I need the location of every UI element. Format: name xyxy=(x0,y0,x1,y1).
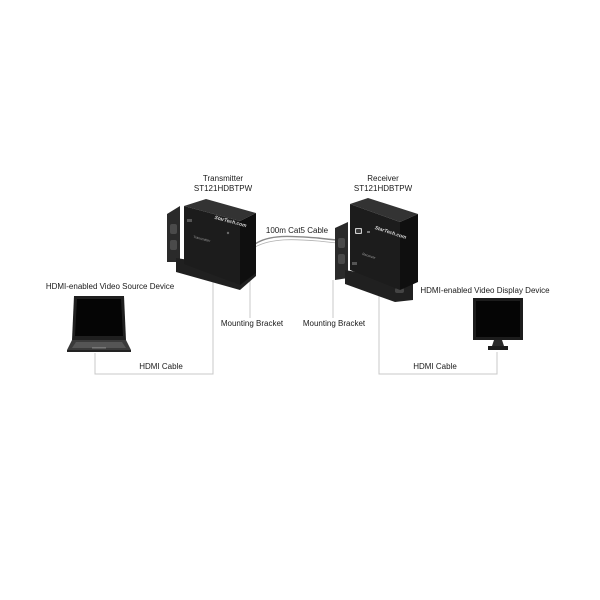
source-device-label: HDMI-enabled Video Source Device xyxy=(45,282,175,291)
transmitter-top xyxy=(184,199,256,221)
display-device-label: HDMI-enabled Video Display Device xyxy=(420,286,550,295)
cat5-cable xyxy=(254,235,341,248)
receiver-top xyxy=(350,198,418,222)
receiver-title: Receiver xyxy=(367,174,399,183)
cat5-cable-label: 100m Cat5 Cable xyxy=(265,226,329,235)
hdmi-cable-right-label: HDMI Cable xyxy=(413,362,457,371)
monitor-icon xyxy=(473,298,523,350)
receiver-side xyxy=(400,214,418,290)
transmitter-side xyxy=(240,213,256,285)
hdmi-cable-right-line xyxy=(378,275,498,375)
hdmi-cable-left-line xyxy=(94,275,214,375)
bracket-right-label: Mounting Bracket xyxy=(302,319,366,328)
receiver-device xyxy=(335,198,418,302)
hdmi-cable-left-label: HDMI Cable xyxy=(139,362,183,371)
transmitter-front xyxy=(184,206,240,285)
receiver-bracket xyxy=(335,222,348,280)
transmitter-model: ST121HDBTPW xyxy=(193,184,253,193)
receiver-model: ST121HDBTPW xyxy=(353,184,413,193)
bracket-left-label: Mounting Bracket xyxy=(220,319,284,328)
receiver-front xyxy=(350,204,400,290)
laptop-icon xyxy=(67,296,131,352)
transmitter-device xyxy=(167,199,256,290)
transmitter-title: Transmitter xyxy=(202,174,244,183)
connector-lines xyxy=(94,275,498,375)
